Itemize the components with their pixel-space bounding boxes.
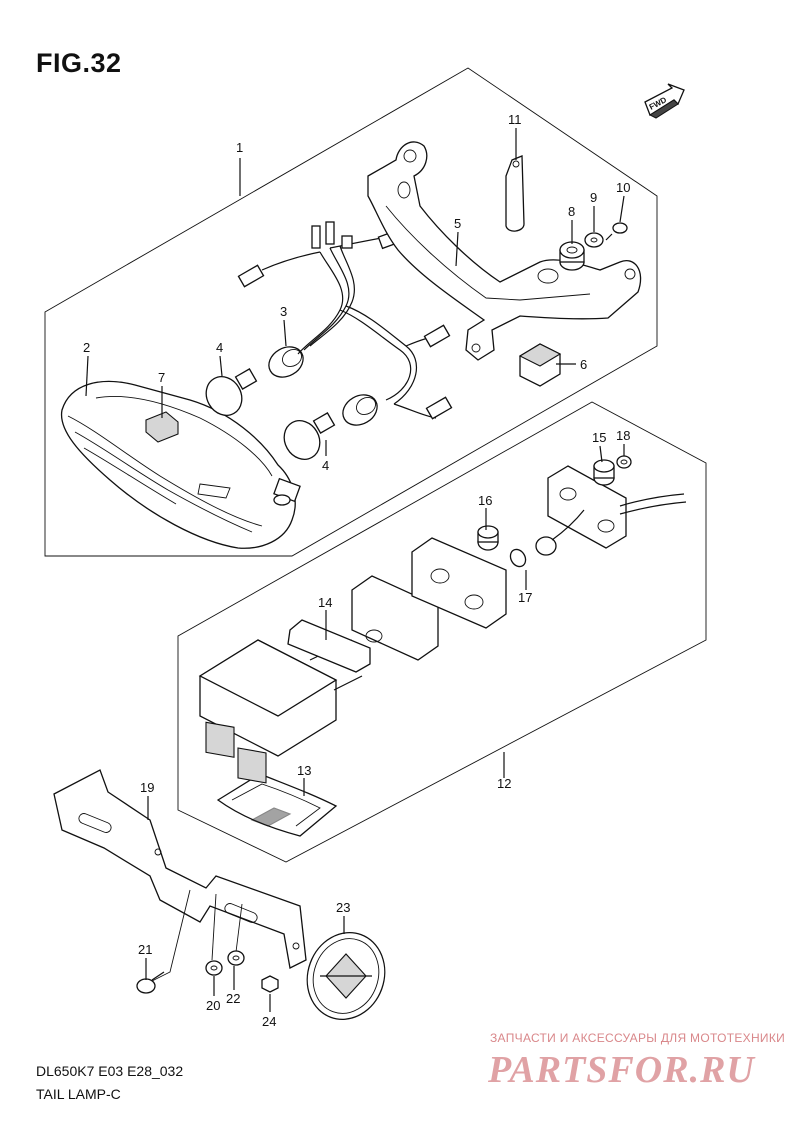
grommet-22 xyxy=(227,950,245,966)
callout-10: 10 xyxy=(616,180,630,195)
nut-18 xyxy=(616,455,632,469)
callout-4-upper: 4 xyxy=(216,340,223,355)
gasket-14 xyxy=(287,619,371,673)
wiring-harness xyxy=(237,221,453,420)
grommet-15 xyxy=(593,459,615,486)
callout-6: 6 xyxy=(580,357,587,372)
pad-7 xyxy=(145,411,179,443)
diagram-code: DL650K7 E03 E28_032 xyxy=(36,1063,184,1079)
callout-9: 9 xyxy=(590,190,597,205)
callout-5: 5 xyxy=(454,216,461,231)
callout-4-lower: 4 xyxy=(322,458,329,473)
assembly-1-outline xyxy=(44,67,658,557)
callout-14: 14 xyxy=(318,595,332,610)
watermark-logo: PARTSFOR.RU xyxy=(488,1049,755,1091)
clamp-11 xyxy=(505,155,525,232)
screw-10 xyxy=(605,222,628,241)
diagram-title: TAIL LAMP-C xyxy=(36,1086,121,1102)
callout-16: 16 xyxy=(478,493,492,508)
plug-16 xyxy=(477,525,499,551)
callout-23: 23 xyxy=(336,900,350,915)
callout-11: 11 xyxy=(508,112,522,127)
reflector-23 xyxy=(306,932,386,1020)
fwd-direction-badge: FWD xyxy=(644,83,685,119)
cushion-6 xyxy=(518,343,562,387)
callout-2: 2 xyxy=(83,340,90,355)
license-lamp-base xyxy=(547,465,687,549)
callout-1: 1 xyxy=(236,140,243,155)
callout-8: 8 xyxy=(568,204,575,219)
callout-12: 12 xyxy=(497,776,511,791)
callout-19: 19 xyxy=(140,780,154,795)
spacer-8 xyxy=(559,241,585,271)
assembly-12-outline xyxy=(177,401,707,863)
leader-lines xyxy=(85,128,625,1012)
washer-20 xyxy=(205,960,223,976)
callout-13: 13 xyxy=(297,763,311,778)
license-lens-13 xyxy=(216,773,338,837)
license-lamp-housing xyxy=(198,639,363,784)
reflector-bracket-19 xyxy=(53,769,307,969)
tail-lamp-housing xyxy=(60,380,301,549)
callout-20: 20 xyxy=(206,998,220,1013)
bulb-4-lower xyxy=(283,412,336,460)
bulb-17 xyxy=(509,509,585,568)
callout-7: 7 xyxy=(158,370,165,385)
socket-3-lower xyxy=(342,394,378,426)
nut-24 xyxy=(261,975,279,993)
bracket-5 xyxy=(367,141,642,361)
callout-24: 24 xyxy=(262,1014,276,1029)
callout-17: 17 xyxy=(518,590,532,605)
bulb-4-upper xyxy=(205,368,258,416)
figure-label: FIG.32 xyxy=(36,48,122,78)
bolt-21 xyxy=(136,971,165,994)
socket-3-upper xyxy=(268,346,304,378)
callout-3: 3 xyxy=(280,304,287,319)
callout-18: 18 xyxy=(616,428,630,443)
watermark-tagline: ЗАПЧАСТИ И АКСЕССУАРЫ ДЛЯ МОТОТЕХНИКИ xyxy=(490,1031,786,1045)
license-lamp-reflector xyxy=(411,537,507,629)
callout-22: 22 xyxy=(226,991,240,1006)
alignment-lines xyxy=(149,889,243,983)
washer-9 xyxy=(584,232,604,248)
callout-21: 21 xyxy=(138,942,152,957)
callout-15: 15 xyxy=(592,430,606,445)
